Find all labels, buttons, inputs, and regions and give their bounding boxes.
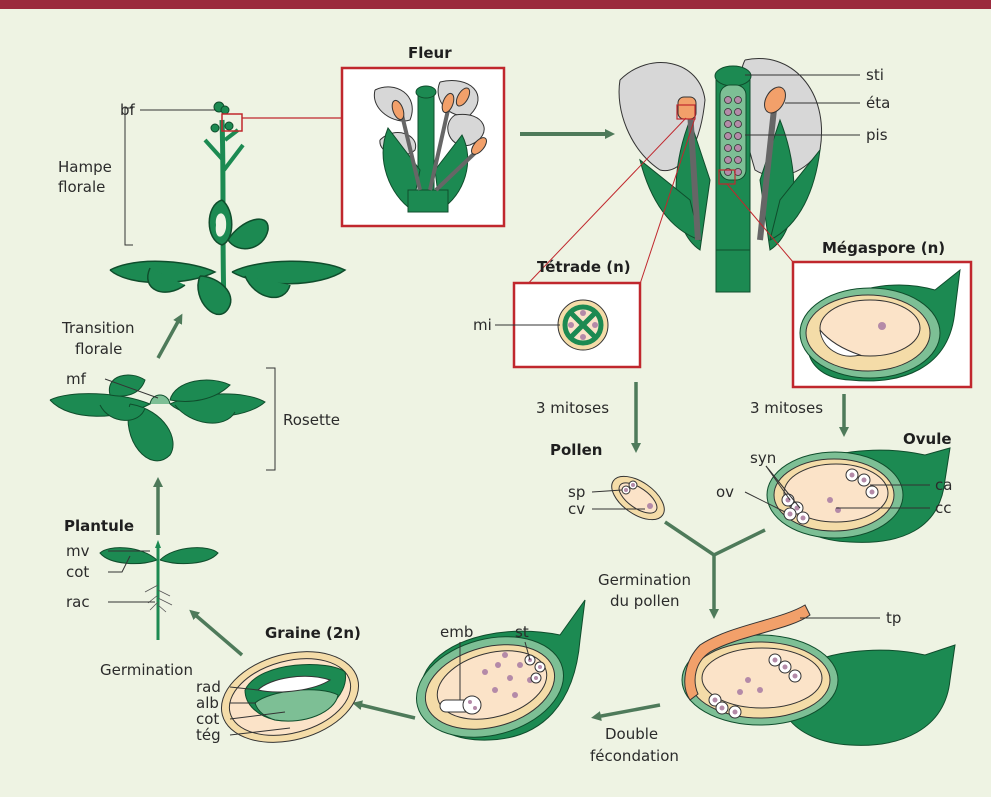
merge-lines	[665, 522, 765, 555]
bf-label: bf	[120, 101, 136, 119]
ovule-drawing	[767, 448, 950, 542]
germination-label: Germination	[100, 661, 193, 679]
cc-label: cc	[935, 499, 952, 517]
mitoses-left-label: 3 mitoses	[536, 399, 609, 417]
pollen-title: Pollen	[550, 441, 602, 459]
eta-label: éta	[866, 94, 890, 112]
transition-label-1: Transition	[61, 319, 135, 337]
fleur-title: Fleur	[408, 44, 452, 62]
cv-label: cv	[568, 500, 585, 518]
emb-label: emb	[440, 623, 473, 641]
sti-label: sti	[866, 66, 884, 84]
hampe-label-1: Hampe	[58, 158, 112, 176]
mv-label: mv	[66, 542, 90, 560]
hampe-bracket	[125, 108, 133, 245]
plantule-title: Plantule	[64, 517, 134, 535]
pis-label: pis	[866, 126, 888, 144]
sp-label: sp	[568, 483, 585, 501]
mf-label: mf	[66, 370, 87, 388]
seed-drawing	[211, 637, 368, 756]
mi-label: mi	[473, 316, 492, 334]
syn-label: syn	[750, 449, 776, 467]
mitoses-right-label: 3 mitoses	[750, 399, 823, 417]
pollen-grain	[604, 468, 672, 529]
flowering-plant	[110, 102, 345, 314]
ov-label: ov	[716, 483, 734, 501]
developing-seed	[405, 600, 585, 753]
hampe-label-2: florale	[58, 178, 105, 196]
ca-label: ca	[935, 476, 952, 494]
fertilized-ovule	[682, 605, 955, 745]
transition-label-2: florale	[75, 340, 122, 358]
st-label: st	[515, 623, 529, 641]
seedling-drawing	[100, 540, 218, 640]
cot-label: cot	[66, 563, 89, 581]
germ-pollen-label-2: du pollen	[610, 592, 680, 610]
ovule-title: Ovule	[903, 430, 952, 448]
top-bar	[0, 0, 991, 9]
graine-title: Graine (2n)	[265, 624, 361, 642]
double-label-2: fécondation	[590, 747, 679, 765]
tp-label: tp	[886, 609, 901, 627]
megaspore-title: Mégaspore (n)	[822, 239, 945, 257]
germ-pollen-label-1: Germination	[598, 571, 691, 589]
rosette-label: Rosette	[283, 411, 340, 429]
double-label-1: Double	[605, 725, 658, 743]
tetrade-title: Tétrade (n)	[537, 258, 631, 276]
tetrade-drawing	[558, 300, 608, 350]
rac-label: rac	[66, 593, 90, 611]
teg-label: tég	[196, 726, 221, 744]
rosette-bracket	[266, 368, 275, 470]
